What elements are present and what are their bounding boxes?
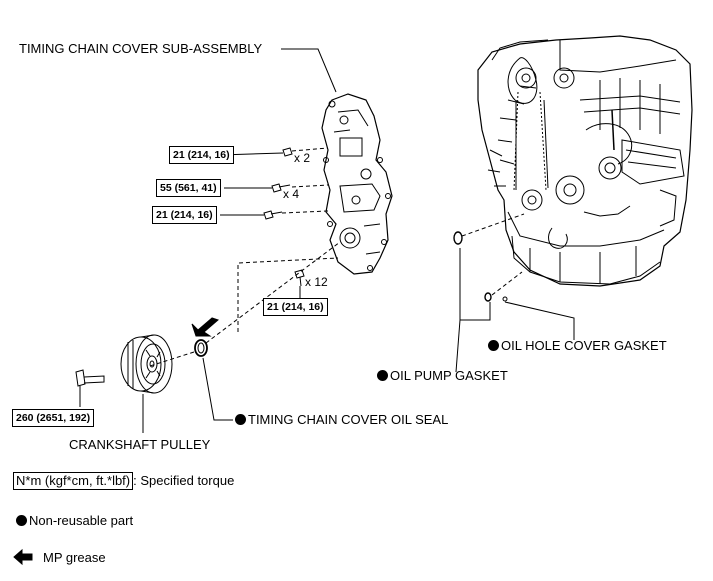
label-oil-hole-gasket: OIL HOLE COVER GASKET bbox=[488, 338, 667, 354]
quantity-label: x 2 bbox=[294, 151, 311, 165]
non-reusable-dot-icon bbox=[235, 414, 246, 425]
crankshaft-pulley-illustration bbox=[120, 334, 173, 394]
legend-non-reusable-text: Non-reusable part bbox=[29, 513, 134, 528]
grease-arrow bbox=[191, 317, 219, 337]
quantity-label: x 12 bbox=[305, 275, 328, 289]
torque-box: 21 (214, 16) bbox=[152, 206, 217, 224]
oil-seal-text: TIMING CHAIN COVER OIL SEAL bbox=[248, 412, 449, 427]
label-timing-chain-cover: TIMING CHAIN COVER SUB-ASSEMBLY bbox=[19, 41, 263, 56]
leader-lines bbox=[79, 48, 575, 433]
non-reusable-dot-icon bbox=[16, 515, 27, 526]
label-crankshaft-pulley: CRANKSHAFT PULLEY bbox=[69, 437, 211, 452]
non-reusable-dot-icon bbox=[488, 340, 499, 351]
engine-illustration bbox=[477, 35, 693, 287]
seal-and-gaskets bbox=[194, 231, 508, 357]
legend-torque: N*m (kgf*cm, ft.*lbf): Specified torque bbox=[13, 472, 234, 490]
non-reusable-dot-icon bbox=[377, 370, 388, 381]
legend-grease-arrow-icon bbox=[13, 548, 33, 566]
torque-box: 21 (214, 16) bbox=[263, 298, 328, 316]
torque-box: 55 (561, 41) bbox=[156, 179, 221, 197]
torque-box: 260 (2651, 192) bbox=[12, 409, 95, 427]
timing-chain-cover-illustration bbox=[321, 93, 393, 275]
torque-box: 21 (214, 16) bbox=[169, 146, 234, 164]
label-oil-seal: TIMING CHAIN COVER OIL SEAL bbox=[235, 412, 448, 428]
legend-non-reusable: Non-reusable part bbox=[16, 513, 133, 529]
quantity-label: x 4 bbox=[283, 187, 300, 201]
legend-torque-text: : Specified torque bbox=[133, 473, 235, 488]
alignment-lines bbox=[149, 147, 525, 367]
legend-torque-unit-box: N*m (kgf*cm, ft.*lbf) bbox=[13, 472, 134, 490]
label-oil-pump-gasket: OIL PUMP GASKET bbox=[377, 368, 508, 384]
bolt-glyphs bbox=[75, 147, 305, 387]
oil-pump-gasket-text: OIL PUMP GASKET bbox=[390, 368, 508, 383]
legend-grease-text: MP grease bbox=[43, 550, 106, 565]
oil-hole-gasket-text: OIL HOLE COVER GASKET bbox=[501, 338, 667, 353]
